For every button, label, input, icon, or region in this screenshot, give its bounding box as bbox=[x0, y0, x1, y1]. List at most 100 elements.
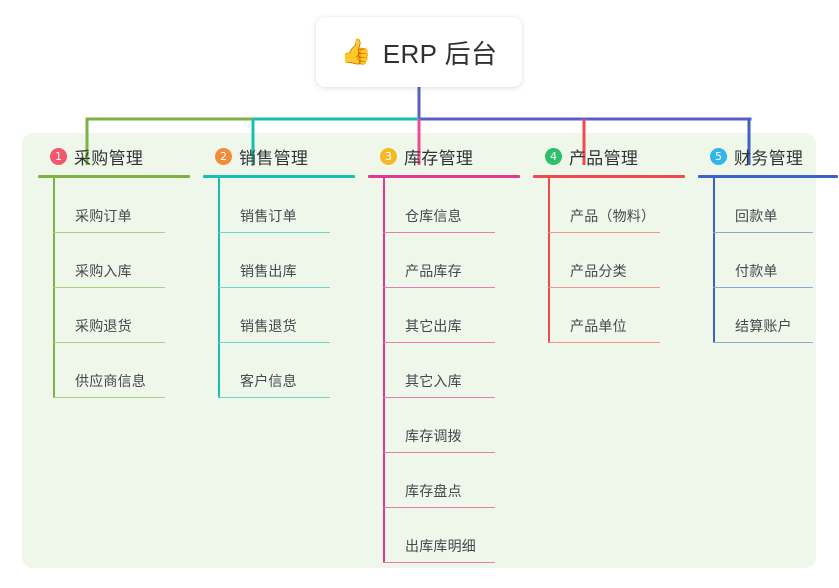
module-number-badge: 2 bbox=[215, 147, 232, 165]
module-item-label: 回款单 bbox=[735, 208, 778, 224]
module-item-label: 产品（物料） bbox=[570, 208, 656, 224]
module-item-label: 付款单 bbox=[735, 263, 778, 279]
module-column-2: 2 销售管理销售订单销售出库销售退货客户信息 bbox=[203, 144, 355, 398]
module-item-list: 仓库信息产品库存其它出库其它入库库存调拨库存盘点出库库明细 bbox=[368, 178, 520, 563]
module-item-label: 销售退货 bbox=[240, 318, 297, 334]
module-item-label: 销售订单 bbox=[240, 208, 297, 224]
module-item[interactable]: 采购入库 bbox=[53, 233, 190, 288]
module-number-badge: 1 bbox=[50, 147, 67, 165]
module-item[interactable]: 其它入库 bbox=[383, 343, 520, 398]
module-header-4[interactable]: 4 产品管理 bbox=[533, 144, 685, 168]
module-item[interactable]: 客户信息 bbox=[218, 343, 355, 398]
module-item-label: 结算账户 bbox=[735, 318, 792, 334]
module-column-3: 3 库存管理仓库信息产品库存其它出库其它入库库存调拨库存盘点出库库明细 bbox=[368, 144, 520, 563]
module-spine bbox=[383, 178, 385, 563]
module-item-underline bbox=[713, 341, 813, 343]
module-item-list: 销售订单销售出库销售退货客户信息 bbox=[203, 178, 355, 398]
module-item-underline bbox=[218, 231, 330, 233]
module-item-underline bbox=[713, 231, 813, 233]
module-item-underline bbox=[383, 451, 495, 453]
module-item-label: 出库库明细 bbox=[405, 538, 476, 554]
module-item-underline bbox=[383, 506, 495, 508]
module-item-underline bbox=[218, 396, 330, 398]
module-item-label: 客户信息 bbox=[240, 373, 297, 389]
module-item-label: 产品库存 bbox=[405, 263, 462, 279]
module-spine bbox=[548, 178, 550, 343]
module-item[interactable]: 销售出库 bbox=[218, 233, 355, 288]
module-item-label: 仓库信息 bbox=[405, 208, 462, 224]
module-number-badge: 3 bbox=[380, 147, 397, 165]
module-header-underline bbox=[533, 175, 685, 178]
module-item-list: 产品（物料） 产品分类产品单位 bbox=[533, 178, 685, 343]
module-spine bbox=[53, 178, 55, 398]
module-item[interactable]: 回款单 bbox=[713, 178, 838, 233]
module-header-1[interactable]: 1 采购管理 bbox=[38, 144, 190, 168]
module-item[interactable]: 结算账户 bbox=[713, 288, 838, 343]
module-item-underline bbox=[383, 286, 495, 288]
module-item-underline bbox=[383, 396, 495, 398]
module-item[interactable]: 出库库明细 bbox=[383, 508, 520, 563]
module-column-5: 5 财务管理回款单付款单结算账户 bbox=[698, 144, 838, 343]
module-header-5[interactable]: 5 财务管理 bbox=[698, 144, 838, 168]
root-node-card[interactable]: 👍 ERP 后台 bbox=[316, 17, 522, 87]
module-item[interactable]: 库存调拨 bbox=[383, 398, 520, 453]
module-item-label: 采购入库 bbox=[75, 263, 132, 279]
module-item[interactable]: 销售订单 bbox=[218, 178, 355, 233]
module-item[interactable]: 产品单位 bbox=[548, 288, 685, 343]
module-item[interactable]: 采购订单 bbox=[53, 178, 190, 233]
module-item[interactable]: 仓库信息 bbox=[383, 178, 520, 233]
module-item-underline bbox=[383, 231, 495, 233]
module-item[interactable]: 销售退货 bbox=[218, 288, 355, 343]
root-node-title: ERP 后台 bbox=[382, 38, 498, 69]
module-item-label: 库存调拨 bbox=[405, 428, 462, 444]
module-title: 库存管理 bbox=[404, 148, 474, 168]
module-title: 销售管理 bbox=[239, 148, 309, 168]
module-number-badge: 5 bbox=[710, 147, 727, 165]
module-item-underline bbox=[383, 341, 495, 343]
module-item-underline bbox=[548, 341, 660, 343]
module-item[interactable]: 供应商信息 bbox=[53, 343, 190, 398]
module-column-4: 4 产品管理产品（物料） 产品分类产品单位 bbox=[533, 144, 685, 343]
module-item[interactable]: 产品（物料） bbox=[548, 178, 685, 233]
module-header-underline bbox=[368, 175, 520, 178]
module-item[interactable]: 库存盘点 bbox=[383, 453, 520, 508]
module-item-underline bbox=[53, 341, 165, 343]
module-title: 财务管理 bbox=[734, 148, 804, 168]
module-item[interactable]: 付款单 bbox=[713, 233, 838, 288]
module-item[interactable]: 产品库存 bbox=[383, 233, 520, 288]
module-item-list: 回款单付款单结算账户 bbox=[698, 178, 838, 343]
module-column-1: 1 采购管理采购订单采购入库采购退货供应商信息 bbox=[38, 144, 190, 398]
module-item-label: 销售出库 bbox=[240, 263, 297, 279]
module-item-list: 采购订单采购入库采购退货供应商信息 bbox=[38, 178, 190, 398]
module-title: 采购管理 bbox=[74, 148, 144, 168]
module-item[interactable]: 产品分类 bbox=[548, 233, 685, 288]
module-header-underline bbox=[203, 175, 355, 178]
module-spine bbox=[713, 178, 715, 343]
module-item-underline bbox=[548, 286, 660, 288]
module-item-label: 产品单位 bbox=[570, 318, 627, 334]
module-item-label: 库存盘点 bbox=[405, 483, 462, 499]
module-item-label: 其它入库 bbox=[405, 373, 462, 389]
module-header-2[interactable]: 2 销售管理 bbox=[203, 144, 355, 168]
module-title: 产品管理 bbox=[569, 148, 639, 168]
module-header-underline bbox=[698, 175, 838, 178]
module-spine bbox=[218, 178, 220, 398]
module-item-label: 供应商信息 bbox=[75, 373, 146, 389]
module-item[interactable]: 其它出库 bbox=[383, 288, 520, 343]
module-item-underline bbox=[53, 231, 165, 233]
module-item-underline bbox=[548, 231, 660, 233]
modules-panel bbox=[22, 133, 816, 568]
module-item-label: 采购订单 bbox=[75, 208, 132, 224]
module-item-label: 其它出库 bbox=[405, 318, 462, 334]
module-item-underline bbox=[713, 286, 813, 288]
module-item-underline bbox=[383, 561, 495, 563]
module-item-underline bbox=[218, 286, 330, 288]
module-item-label: 采购退货 bbox=[75, 318, 132, 334]
module-header-underline bbox=[38, 175, 190, 178]
module-item[interactable]: 采购退货 bbox=[53, 288, 190, 343]
module-header-3[interactable]: 3 库存管理 bbox=[368, 144, 520, 168]
module-number-badge: 4 bbox=[545, 147, 562, 165]
module-item-underline bbox=[53, 286, 165, 288]
module-item-label: 产品分类 bbox=[570, 263, 627, 279]
